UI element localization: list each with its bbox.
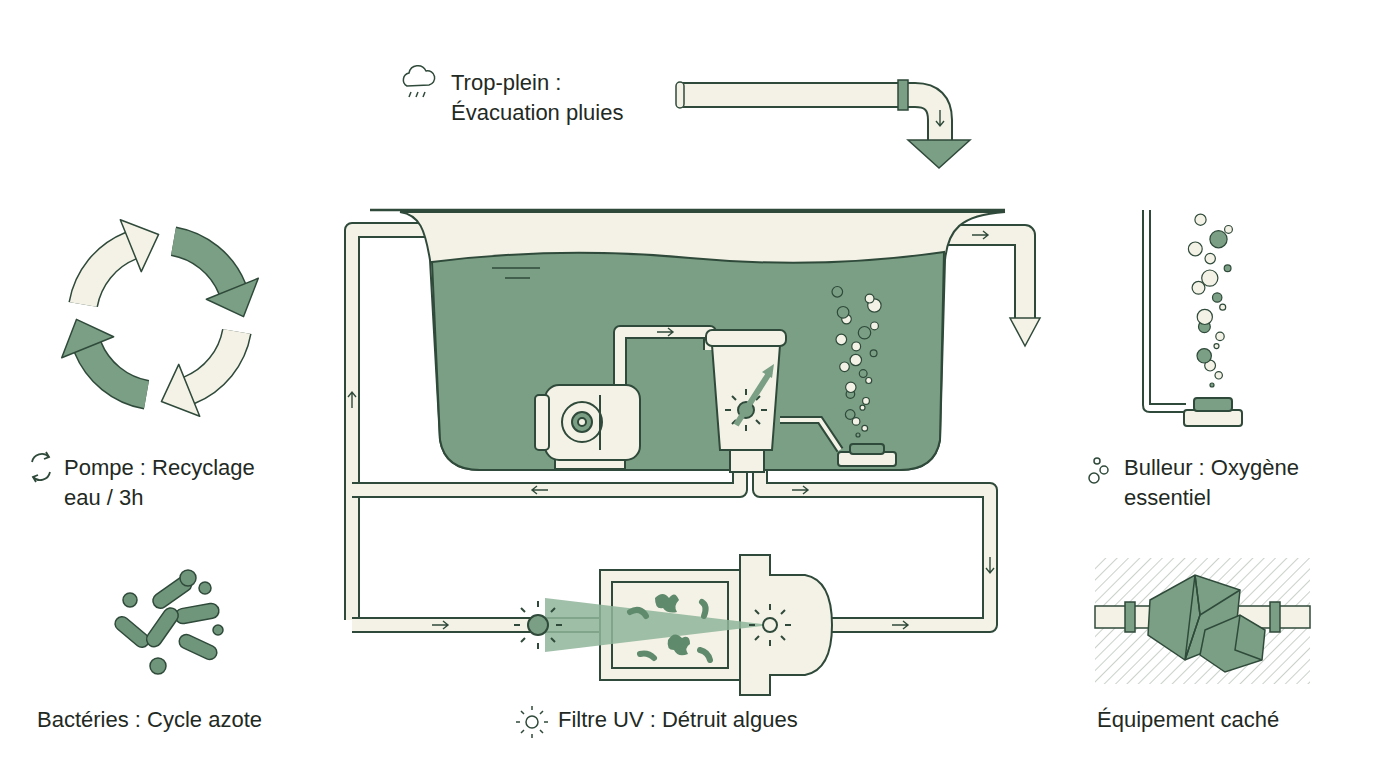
pipe [352, 470, 740, 490]
bubble [1224, 265, 1231, 272]
bubble [1197, 349, 1211, 363]
cycle-arrow-head [62, 319, 114, 357]
cycle-arrow [174, 241, 233, 289]
bubble [1202, 270, 1218, 286]
air-diffuser [780, 420, 896, 466]
bubble [1195, 214, 1206, 225]
flow-arrow [792, 486, 808, 494]
pipe-end [676, 82, 684, 108]
cycle-arrow [88, 347, 147, 395]
bubble [1197, 309, 1212, 324]
flow-arrow [532, 486, 548, 494]
bubble [859, 370, 867, 378]
bubble [837, 307, 849, 319]
bubble [1220, 304, 1226, 310]
recycling-arrows [62, 220, 259, 417]
bubble [836, 334, 847, 345]
flow-arrow [986, 557, 994, 573]
pipe [935, 235, 1025, 320]
cycle-arrow [83, 246, 131, 305]
overflow-arrow [908, 140, 970, 168]
pipes [348, 80, 1040, 629]
pipe [620, 332, 710, 385]
flow-arrow [432, 621, 448, 629]
bubble [846, 382, 856, 392]
hidden-equipment-label: Équipement caché [1097, 705, 1357, 735]
uv-filter [514, 555, 832, 695]
bubbles [1188, 214, 1232, 387]
uv-filter-label: Filtre UV : Détruit algues [558, 705, 858, 735]
bubble [832, 287, 843, 298]
bubble [1188, 242, 1202, 256]
cycle-arrow-head [161, 364, 199, 416]
bubble [1225, 226, 1233, 234]
bubble [871, 322, 879, 330]
bubble [850, 354, 861, 365]
bubble [852, 342, 861, 351]
bubble [870, 350, 877, 357]
pipe-joint [898, 80, 908, 110]
bubble [1210, 383, 1214, 387]
overflow-label: Trop-plein : Évacuation pluies [451, 68, 661, 128]
bubble [865, 294, 874, 303]
bubbler-icon [1143, 210, 1242, 426]
flow-arrow [972, 231, 988, 239]
pipe [352, 470, 740, 490]
pump-label: Pompe : Recyclage eau / 3h [64, 453, 264, 513]
cycle-arrow-head [120, 220, 158, 272]
bubble [858, 327, 870, 339]
bubble [1210, 231, 1227, 248]
bubble [1213, 293, 1222, 302]
bacteria-icon [112, 570, 223, 674]
pump [535, 385, 640, 469]
pipes [620, 328, 710, 385]
cycle-arrow [88, 347, 147, 395]
bubbler-label: Bulleur : Oxygène essentiel [1124, 453, 1324, 513]
pipe [620, 332, 710, 385]
flow-arrow [348, 392, 356, 408]
bubbles-small-icon [1089, 458, 1108, 483]
bubble [866, 378, 872, 384]
bacteria-label: Bactéries : Cycle azote [37, 705, 337, 735]
cycle-arrow [189, 332, 237, 391]
bubble [862, 425, 868, 431]
bubble [856, 433, 860, 437]
cycle-small-icon [32, 452, 50, 482]
bubble [863, 398, 870, 405]
flow-arrow [936, 110, 944, 126]
cycle-arrow [83, 246, 131, 305]
bubble [840, 362, 850, 372]
rain-cloud-icon [403, 66, 434, 97]
sun-small-icon [516, 706, 548, 738]
hidden-equipment [1095, 558, 1310, 684]
cycle-arrow [174, 241, 233, 289]
flow-arrow [657, 328, 673, 336]
bubble [1215, 372, 1222, 379]
cycle-arrow-head [206, 278, 258, 316]
bubble [1214, 344, 1219, 349]
bubble [1216, 332, 1224, 340]
bubble [845, 410, 855, 420]
flow-arrow [892, 621, 908, 629]
bubble [1205, 253, 1215, 263]
outlet-arrow [1010, 318, 1040, 346]
cycle-arrow [189, 332, 237, 391]
pond-basin [370, 210, 1005, 470]
bubble [860, 405, 865, 410]
filter-canister [706, 330, 786, 472]
bubbles [832, 287, 881, 438]
pipe [935, 235, 1025, 320]
